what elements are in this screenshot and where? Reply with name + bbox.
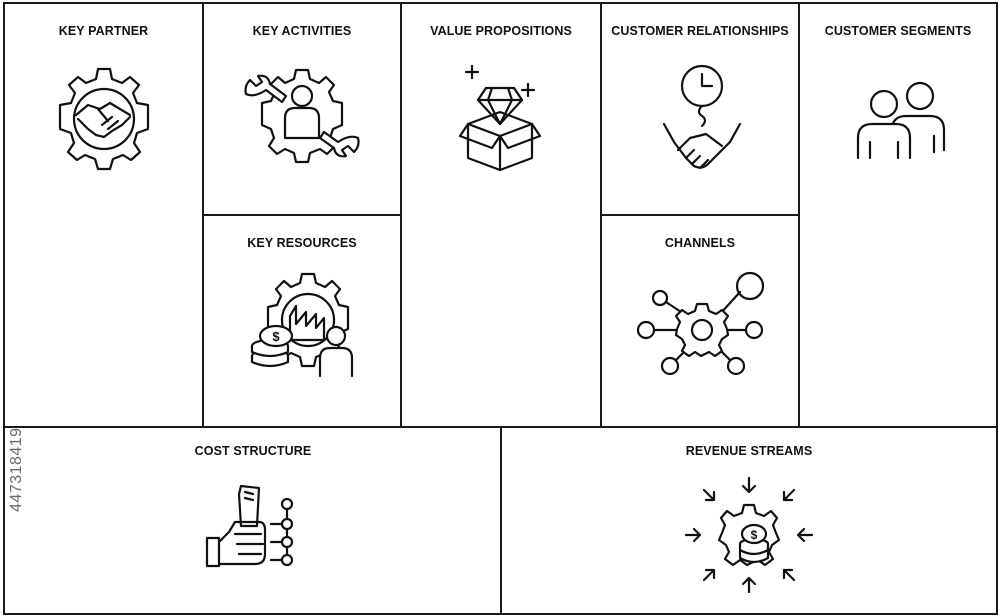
block-customer-segments: CUSTOMER SEGMENTS xyxy=(798,2,998,428)
block-key-partner: KEY PARTNER xyxy=(3,2,204,428)
diamond-box-icon xyxy=(458,62,548,172)
block-title: KEY RESOURCES xyxy=(247,236,357,250)
block-customer-relationships: CUSTOMER RELATIONSHIPS xyxy=(600,2,800,217)
block-value-propositions: VALUE PROPOSITIONS xyxy=(400,2,602,428)
hand-money-nodes-icon xyxy=(205,484,305,580)
block-cost-structure: COST STRUCTURE xyxy=(3,426,503,615)
block-revenue-streams: REVENUE STREAMS xyxy=(500,426,998,615)
block-title: KEY PARTNER xyxy=(58,24,149,38)
gear-network-nodes-icon xyxy=(636,268,768,380)
block-title: COST STRUCTURE xyxy=(194,444,312,458)
watermark-id: 447318419 xyxy=(8,427,25,512)
clock-handshake-icon xyxy=(660,62,744,174)
gear-factory-coins-person-icon: $ xyxy=(248,270,358,380)
block-title: VALUE PROPOSITIONS xyxy=(430,24,572,38)
two-people-icon xyxy=(856,80,948,162)
gear-wrench-person-icon xyxy=(240,66,370,166)
block-title: KEY ACTIVITIES xyxy=(252,24,352,38)
block-channels: CHANNELS xyxy=(600,214,800,428)
block-key-resources: KEY RESOURCES $ xyxy=(202,214,402,428)
block-key-activities: KEY ACTIVITIES xyxy=(202,2,402,217)
block-title: REVENUE STREAMS xyxy=(685,444,813,458)
block-title: CUSTOMER RELATIONSHIPS xyxy=(611,24,789,38)
gear-coins-arrows-icon: $ xyxy=(682,474,816,596)
block-title: CUSTOMER SEGMENTS xyxy=(824,24,972,38)
svg-text:$: $ xyxy=(751,528,758,542)
gear-handshake-icon xyxy=(51,66,157,172)
block-title: CHANNELS xyxy=(664,236,736,250)
svg-text:$: $ xyxy=(272,329,280,344)
